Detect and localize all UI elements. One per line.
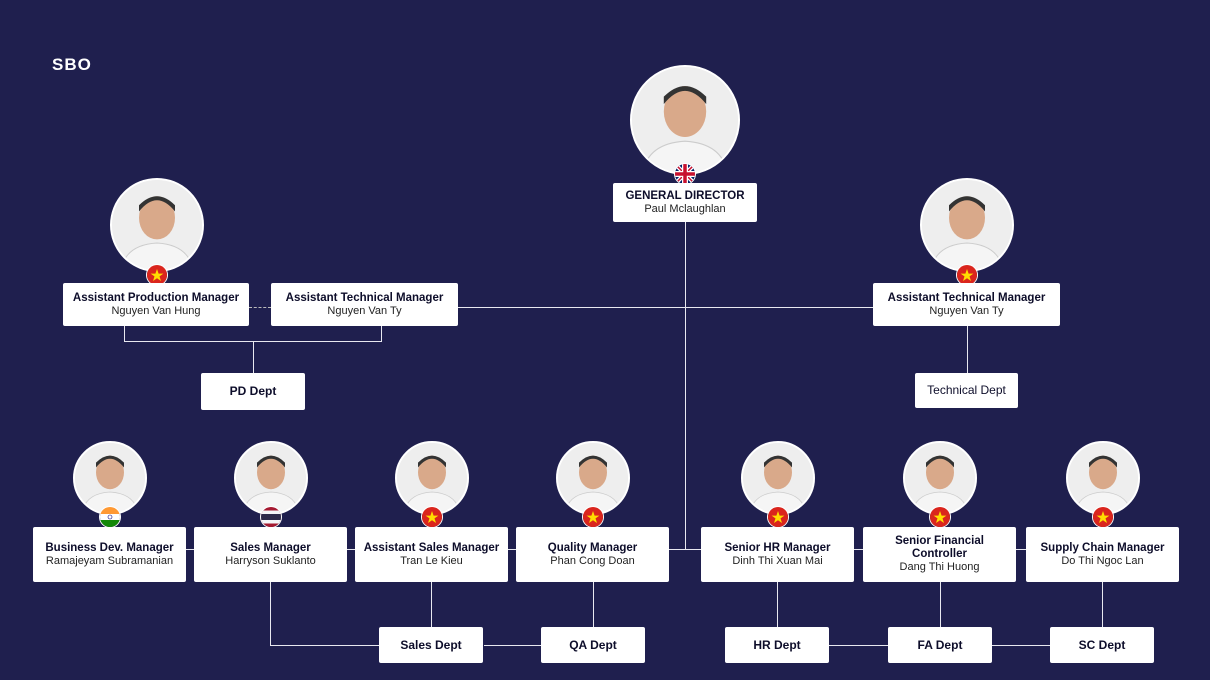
assistant-technical-manager-photo — [920, 178, 1014, 272]
flag-th-icon — [260, 506, 282, 528]
role-title: HR Dept — [753, 637, 801, 652]
connector-line — [991, 645, 1050, 646]
connector-line — [1102, 582, 1103, 627]
pd-dept-box[interactable]: PD Dept — [201, 373, 305, 410]
company-logo: SBO — [52, 55, 92, 74]
role-title: Assistant Sales Manager — [363, 541, 500, 554]
role-title: Assistant Production Manager — [72, 291, 240, 304]
role-title: Senior Financial Controller — [895, 535, 984, 560]
person-name: Dinh Thi Xuan Mai — [732, 554, 823, 567]
role-title: Sales Dept — [400, 637, 462, 652]
technical-dept-box[interactable]: Technical Dept — [915, 373, 1018, 408]
connector-line — [967, 326, 968, 373]
person-name: Ramajeyam Subramanian — [45, 554, 174, 567]
connector-line — [458, 307, 873, 308]
person-name: Paul Mclaughlan — [644, 202, 726, 215]
role-title: Supply Chain Manager — [1040, 541, 1165, 554]
manager-photo-0 — [73, 441, 147, 515]
connector-line — [829, 645, 888, 646]
role-title: Quality Manager — [547, 541, 638, 554]
role-title: SC Dept — [1078, 637, 1126, 652]
person-name: Nguyen Van Hung — [111, 304, 201, 317]
person-name: Tran Le Kieu — [400, 554, 463, 567]
connector-line — [381, 326, 382, 341]
flag-vn-icon — [929, 506, 951, 528]
role-title: PD Dept — [229, 384, 277, 398]
dept-box-1[interactable]: QA Dept — [541, 627, 645, 663]
manager-photo-4 — [741, 441, 815, 515]
role-title: Business Dev. Manager — [45, 541, 174, 554]
role-title: Assistant Technical Manager — [887, 291, 1046, 304]
connector-line — [249, 307, 271, 309]
role-title: Assistant Technical Manager — [285, 291, 444, 304]
dept-box-2[interactable]: HR Dept — [725, 627, 829, 663]
role-title: Senior HR Manager — [724, 541, 831, 554]
connector-line — [484, 645, 541, 646]
person-name: Nguyen Van Ty — [327, 304, 402, 317]
person-name: Dang Thi Huong — [899, 561, 980, 573]
role-title: Sales Manager — [230, 541, 311, 554]
general-director-photo — [630, 65, 740, 175]
connector-line — [124, 326, 125, 341]
role-title: Technical Dept — [927, 383, 1006, 397]
dept-box-3[interactable]: FA Dept — [888, 627, 992, 663]
connector-line — [940, 582, 941, 627]
connector-line — [270, 645, 380, 646]
manager-photo-6 — [1066, 441, 1140, 515]
connector-line — [777, 582, 778, 627]
role-title: GENERAL DIRECTOR — [625, 189, 745, 202]
person-name: Nguyen Van Ty — [929, 304, 1004, 317]
manager-photo-5 — [903, 441, 977, 515]
connector-line — [431, 582, 432, 627]
flag-vn-icon — [767, 506, 789, 528]
flag-vn-icon — [421, 506, 443, 528]
dept-box-0[interactable]: Sales Dept — [379, 627, 483, 663]
person-name: Phan Cong Doan — [550, 554, 635, 567]
flag-vn-icon — [582, 506, 604, 528]
role-title: QA Dept — [569, 637, 617, 652]
person-name: Do Thi Ngoc Lan — [1061, 554, 1144, 567]
flag-vn-icon — [1092, 506, 1114, 528]
manager-photo-1 — [234, 441, 308, 515]
manager-photo-3 — [556, 441, 630, 515]
connector-line — [685, 222, 686, 550]
flag-uk-icon — [674, 163, 696, 185]
manager-photo-2 — [395, 441, 469, 515]
assistant-production-manager-photo — [110, 178, 204, 272]
connector-line — [593, 582, 594, 627]
connector-line — [253, 341, 254, 373]
dept-box-4[interactable]: SC Dept — [1050, 627, 1154, 663]
connector-line — [270, 582, 271, 645]
role-title: FA Dept — [917, 637, 963, 652]
person-name: Harryson Suklanto — [225, 554, 316, 567]
flag-in-icon — [99, 506, 121, 528]
